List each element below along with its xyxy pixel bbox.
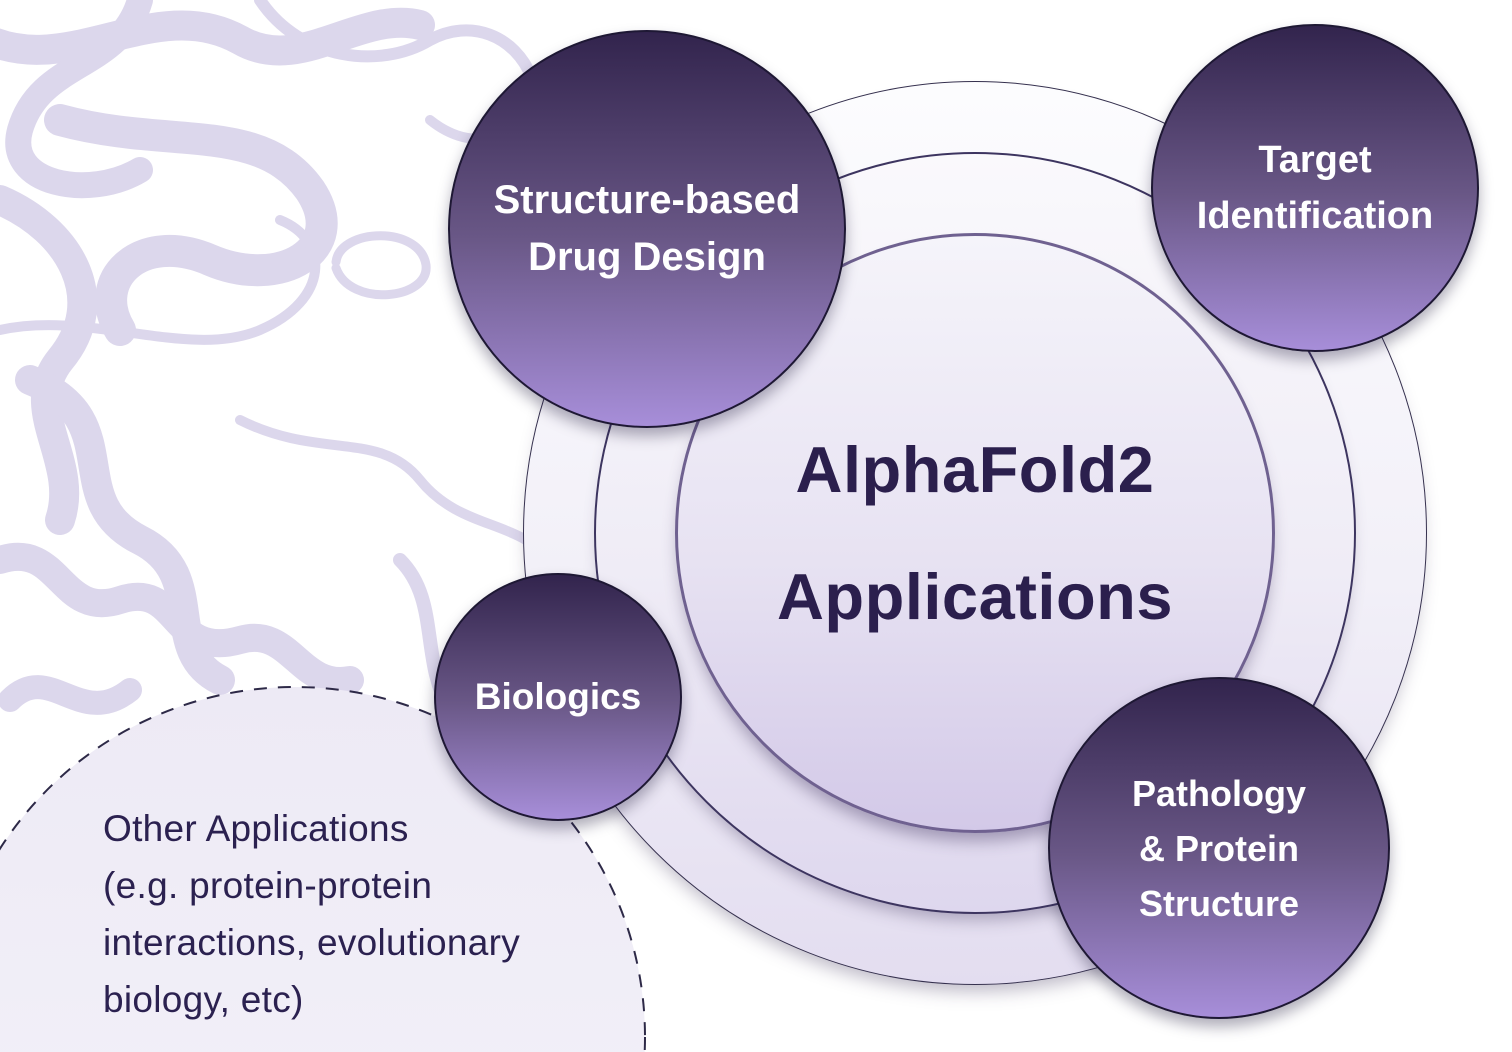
other-applications-line-2: (e.g. protein-protein xyxy=(103,865,433,906)
node-structure-based-drug-design-label: Structure-based Drug Design xyxy=(494,172,801,286)
node-biologics: Biologics xyxy=(434,573,682,821)
node-target-identification: Target Identification xyxy=(1151,24,1479,352)
other-applications-label: Other Applications (e.g. protein-protein… xyxy=(103,800,583,1028)
node-target-line-2: Identification xyxy=(1196,195,1434,237)
diagram-title-line-2: Applications xyxy=(776,560,1174,633)
node-biologics-label: Biologics xyxy=(475,676,642,718)
node-drug-line-2: Drug Design xyxy=(528,235,766,279)
other-applications-line-4: biology, etc) xyxy=(103,979,304,1020)
diagram-title-line-1: AlphaFold2 xyxy=(795,433,1155,506)
node-pathology-line-3: Structure xyxy=(1138,882,1299,924)
node-target-identification-label: Target Identification xyxy=(1197,132,1433,244)
diagram-title: AlphaFold2 Applications xyxy=(777,406,1173,660)
protein-ribbon-illustration xyxy=(0,0,553,717)
other-applications-line-3: interactions, evolutionary xyxy=(103,922,521,963)
node-pathology-line-1: Pathology xyxy=(1131,772,1306,814)
node-drug-line-1: Structure-based xyxy=(493,178,801,222)
node-biologics-line-1: Biologics xyxy=(474,676,642,717)
node-structure-based-drug-design: Structure-based Drug Design xyxy=(448,30,846,428)
other-applications-line-1: Other Applications xyxy=(103,808,409,849)
node-target-line-1: Target xyxy=(1258,139,1372,181)
node-pathology-protein-structure-label: Pathology & Protein Structure xyxy=(1132,766,1306,931)
node-pathology-line-2: & Protein xyxy=(1138,827,1299,869)
node-pathology-protein-structure: Pathology & Protein Structure xyxy=(1048,677,1390,1019)
